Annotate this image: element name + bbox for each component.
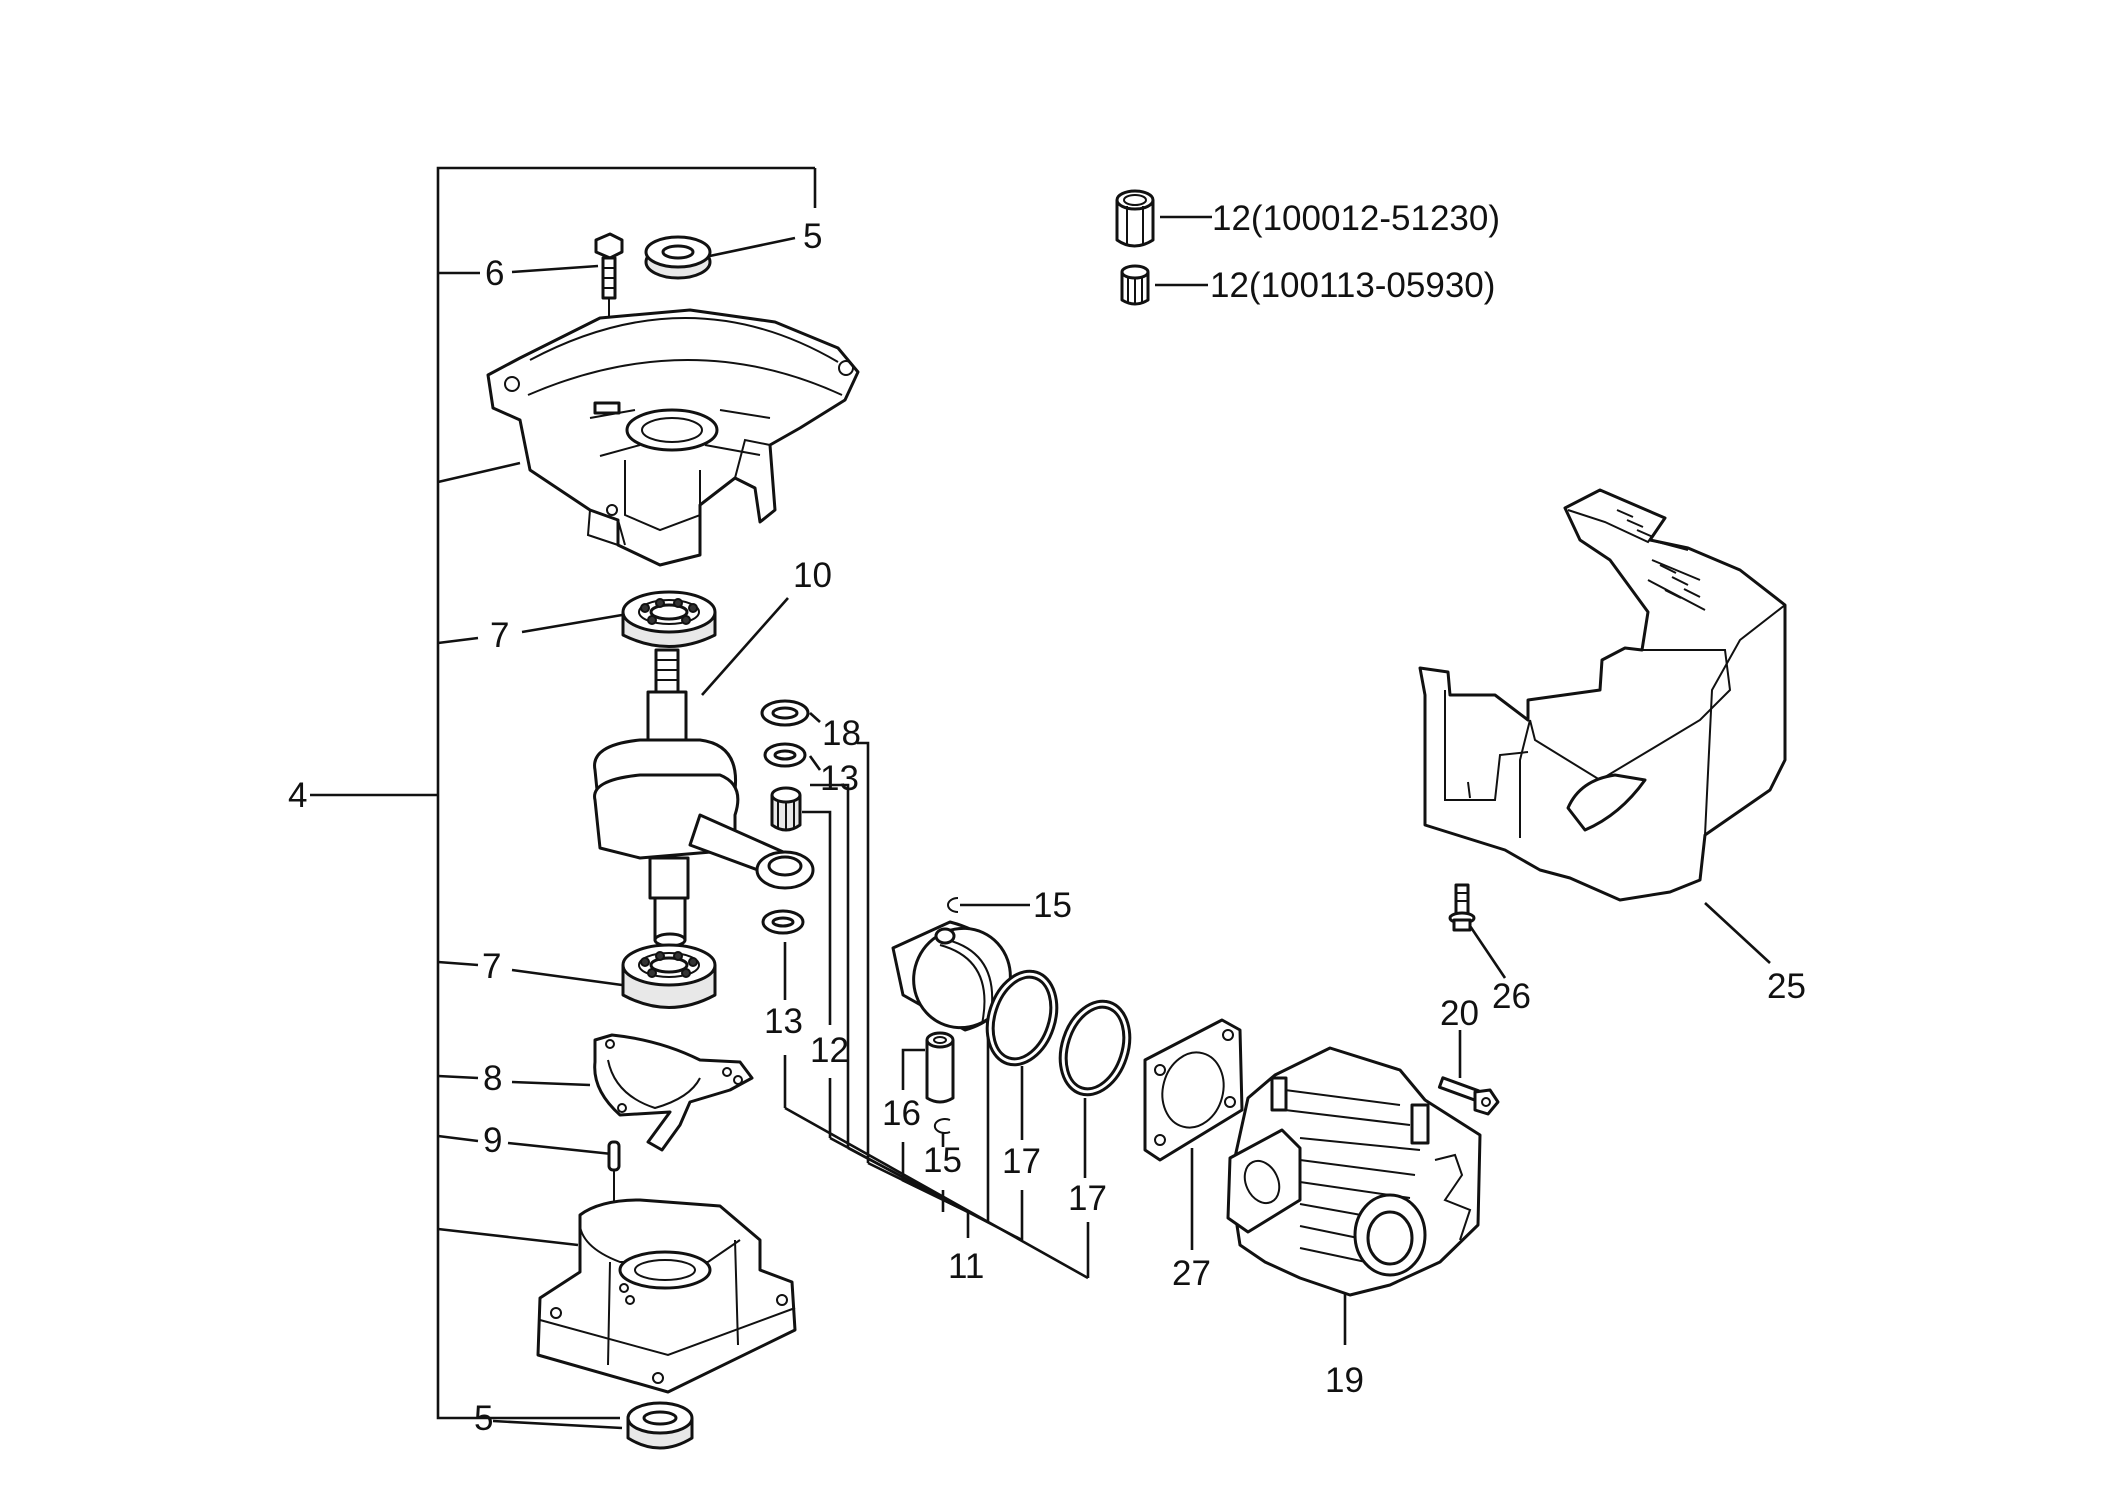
callout-25: 25 [1767, 967, 1806, 1006]
crankcase-upper-icon [486, 308, 860, 567]
callout-10: 10 [793, 556, 832, 595]
ball-bearing-top-icon [621, 590, 717, 648]
callout-12-variant-a: 12(100012-51230) [1212, 199, 1500, 238]
needle-bearing-small-icon [1120, 264, 1150, 306]
crankcase-gasket-icon [593, 1033, 754, 1152]
callout-26: 26 [1492, 977, 1531, 1016]
cylinder-cover-icon [1418, 488, 1787, 902]
piston-pin-clip-top-icon [947, 897, 959, 913]
washer-13-lower-icon [761, 909, 805, 935]
cylinder-bolt-icon [1437, 1076, 1500, 1116]
leader-lines [310, 166, 1771, 1430]
crankshaft-icon [593, 648, 815, 948]
callout-7-top: 7 [490, 616, 509, 655]
callout-5-top: 5 [803, 217, 822, 256]
oil-seal-top-icon [644, 235, 712, 280]
callout-15-bottom: 15 [923, 1141, 962, 1180]
callout-6: 6 [485, 254, 504, 293]
cover-screw-icon [1448, 883, 1476, 932]
callout-11: 11 [948, 1247, 984, 1286]
piston-ring-first-icon [985, 962, 1059, 1067]
callout-17-second: 17 [1068, 1179, 1107, 1218]
cylinder-icon [1226, 1046, 1482, 1297]
callout-18: 18 [822, 714, 861, 753]
callout-12: 12 [810, 1031, 849, 1070]
ball-bearing-bottom-icon [621, 943, 717, 1009]
piston-pin-clip-bottom-icon [933, 1118, 951, 1134]
crankcase-bolt-icon [594, 232, 624, 430]
callout-7-bottom: 7 [482, 947, 501, 986]
piston-pin-icon [925, 1031, 955, 1104]
callout-17-first: 17 [1002, 1142, 1041, 1181]
callout-20: 20 [1440, 994, 1479, 1033]
thrust-washer-18-icon [760, 699, 810, 727]
crankcase-lower-icon [536, 1198, 797, 1394]
callout-27: 27 [1172, 1254, 1211, 1293]
needle-bearing-large-icon [1115, 189, 1155, 248]
callout-8: 8 [483, 1059, 502, 1098]
callout-16: 16 [882, 1094, 921, 1133]
cylinder-gasket-icon [1143, 1018, 1244, 1162]
callout-15-top: 15 [1033, 886, 1072, 925]
piston-ring-second-icon [1058, 992, 1132, 1097]
oil-seal-bottom-icon [626, 1401, 694, 1450]
needle-bearing-stack-icon [770, 786, 802, 832]
callout-4: 4 [288, 776, 307, 815]
callout-13-top: 13 [820, 759, 859, 798]
callout-9: 9 [483, 1121, 502, 1160]
callout-labels: 4 5 5 6 7 7 8 9 10 11 12 12(100012-51230… [288, 199, 1806, 1438]
callout-13-lower: 13 [764, 1002, 803, 1041]
washer-13-top-icon [763, 742, 807, 768]
callout-12-variant-b: 12(100113-05930) [1210, 266, 1495, 305]
callout-5-bottom: 5 [474, 1399, 493, 1438]
callout-19: 19 [1325, 1361, 1364, 1400]
